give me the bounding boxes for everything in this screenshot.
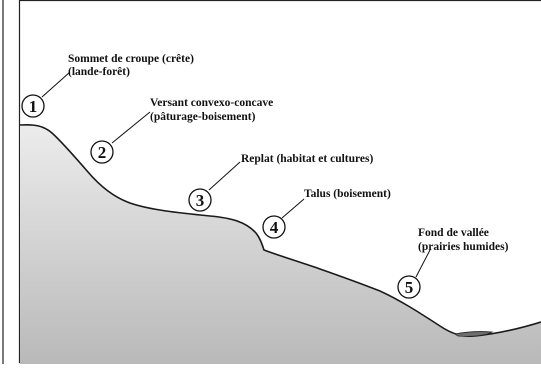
label-talus: Talus (boisement) [304,188,391,200]
label-fond: Fond de vallée [418,227,489,239]
label-replat: Replat (habitat et cultures) [241,153,374,165]
leader-line-2 [112,112,150,143]
label-sommet: Sommet de croupe (crête) [68,53,194,65]
label-fond-sub: (prairies humides) [418,241,509,253]
marker-4: 4 [263,216,285,238]
marker-number: 2 [98,143,107,162]
marker-number: 5 [405,278,414,297]
marker-1: 1 [22,95,44,117]
leader-line-5 [416,250,430,277]
marker-number: 1 [29,97,38,116]
marker-3: 3 [189,189,211,211]
leader-line-1 [42,72,70,97]
marker-number: 3 [196,191,205,210]
label-sommet-sub: (lande-forêt) [68,66,130,78]
leader-line-3 [209,162,240,190]
marker-2: 2 [91,141,113,163]
marker-number: 4 [270,218,279,237]
label-versant-sub: (pâturage-boisement) [150,111,256,123]
marker-5: 5 [398,276,420,298]
leader-line-4 [282,199,304,218]
label-versant: Versant convexo-concave [150,97,273,109]
